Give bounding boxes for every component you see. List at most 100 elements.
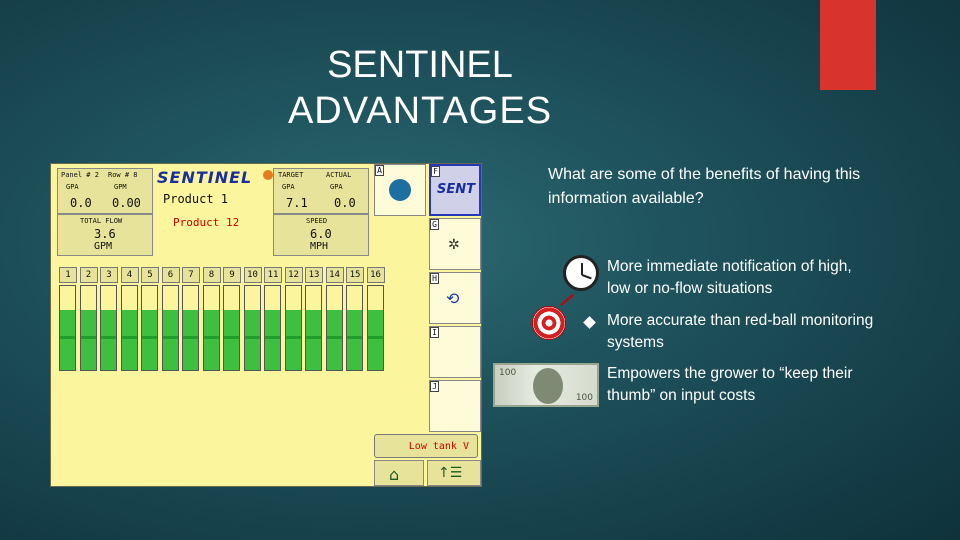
row-flow-bar: [305, 285, 322, 371]
row-flow-bar: [120, 285, 138, 371]
row-number-label: 12: [284, 267, 303, 283]
row-flow-fill: [244, 309, 260, 370]
row-target-marker: [244, 336, 260, 340]
target-gpa-label: GPA: [282, 183, 295, 191]
row-number-label: 13: [305, 267, 323, 283]
key-letter-i: I: [430, 327, 439, 338]
sent-button[interactable]: F SENT: [429, 164, 481, 216]
settings-icon: ✲: [448, 237, 460, 253]
row-flow-bar: [79, 285, 97, 371]
row-number-label: 10: [243, 267, 262, 283]
row-flow-bar: [59, 285, 76, 371]
speed-value: 6.0: [310, 227, 332, 241]
panel-label: Panel # 2: [61, 171, 99, 179]
row-flow-bar: [366, 285, 384, 371]
key-letter-j: J: [430, 381, 439, 392]
menu-button[interactable]: ↑☰: [427, 460, 481, 486]
side-button-i[interactable]: I: [429, 326, 481, 378]
row-target-marker: [347, 336, 362, 340]
speed-label: SPEED: [306, 217, 328, 225]
product-selected[interactable]: Product 1: [163, 192, 229, 206]
row-number-label: 7: [182, 267, 200, 283]
gpm-value: 0.00: [112, 196, 141, 210]
row-flow-bar: [100, 285, 117, 371]
row-number-label: 8: [202, 267, 221, 283]
row-target-marker: [142, 336, 157, 340]
side-button-j[interactable]: J: [429, 380, 481, 432]
row-number-label: 3: [100, 267, 118, 283]
row-flow-bar: [346, 285, 363, 371]
target-icon: [532, 294, 574, 340]
list-menu-icon: ↑☰: [438, 465, 463, 481]
row-target-marker: [306, 336, 321, 340]
total-flow-label: TOTAL FLOW: [80, 217, 123, 225]
row-number-label: 2: [79, 267, 98, 283]
red-accent-bar: [820, 0, 876, 90]
row-number-label: 1: [59, 267, 77, 283]
home-button[interactable]: ⌂: [374, 460, 424, 486]
row-flow-fill: [306, 309, 321, 370]
logo-mark-icon: [263, 170, 273, 180]
row-number-label: 6: [161, 267, 180, 283]
row-target-marker: [162, 336, 178, 340]
bullet-input-costs: Empowers the grower to “keep their thumb…: [607, 365, 853, 404]
gpa-value: 0.0: [70, 196, 92, 210]
row-flow-fill: [183, 309, 198, 370]
row-target-marker: [224, 336, 239, 340]
key-letter-f: F: [431, 166, 440, 177]
total-flow-value: 3.6: [94, 227, 116, 241]
side-button-a[interactable]: A: [374, 164, 426, 216]
row-flow-fill: [285, 309, 301, 370]
sentinel-console-screen: Panel # 2 Row # 8 GPA GPM 0.0 0.00 SENTI…: [50, 163, 482, 487]
row-flow-bar: [325, 285, 343, 371]
row-flow-bar: [182, 285, 199, 371]
row-number-label: 16: [366, 267, 385, 283]
row-flow-fill: [142, 309, 157, 370]
row-number-label: 9: [223, 267, 241, 283]
key-letter-h: H: [430, 273, 439, 284]
row-flow-fill: [162, 309, 178, 370]
home-icon: ⌂: [389, 465, 400, 484]
actual-label: ACTUAL: [326, 171, 352, 179]
row-target-marker: [203, 336, 219, 340]
title-line-2: ADVANTAGES: [287, 90, 553, 132]
key-letter-g: G: [430, 219, 439, 230]
sent-logo: SENT: [437, 182, 475, 197]
sentinel-logo: SENTINEL: [157, 168, 253, 187]
actual-value: 0.0: [334, 196, 356, 210]
row-label: Row # 8: [108, 171, 138, 179]
total-flow-box: TOTAL FLOW 3.6 GPM: [57, 214, 153, 256]
row-flow-bar: [223, 285, 240, 371]
row-target-marker: [80, 336, 96, 340]
alarm-banner: Low tank V: [374, 434, 478, 458]
row-flow-bar: [284, 285, 302, 371]
row-number-label: 5: [141, 267, 159, 283]
key-letter-a: A: [375, 165, 384, 176]
row-flow-bar: [202, 285, 220, 371]
row-flow-fill: [347, 309, 362, 370]
row-flow-bar: [243, 285, 261, 371]
rate-readout-box: Panel # 2 Row # 8 GPA GPM 0.0 0.00: [57, 168, 153, 214]
row-target-marker: [326, 336, 342, 340]
side-button-g[interactable]: G ✲: [429, 218, 481, 270]
clock-icon: [563, 255, 599, 291]
row-flow-fill: [80, 309, 96, 370]
row-target-marker: [101, 336, 116, 340]
side-button-h[interactable]: H ⟲: [429, 272, 481, 324]
total-flow-unit: GPM: [94, 241, 113, 252]
row-flow-fill: [121, 309, 137, 370]
row-number-label: 4: [120, 267, 139, 283]
row-flow-bar: [141, 285, 158, 371]
money-icon: 100 100: [493, 363, 599, 407]
row-flow-bar: [264, 285, 281, 371]
speed-box: SPEED 6.0 MPH: [273, 214, 369, 256]
row-flow-fill: [60, 309, 75, 370]
row-target-marker: [121, 336, 137, 340]
actual-gpa-label: GPA: [330, 183, 343, 191]
row-number-label: 14: [325, 267, 344, 283]
row-target-marker: [367, 336, 383, 340]
bullet-immediate-notification: More immediate notification of high, low…: [607, 258, 852, 297]
row-target-marker: [285, 336, 301, 340]
target-label: TARGET: [278, 171, 304, 179]
